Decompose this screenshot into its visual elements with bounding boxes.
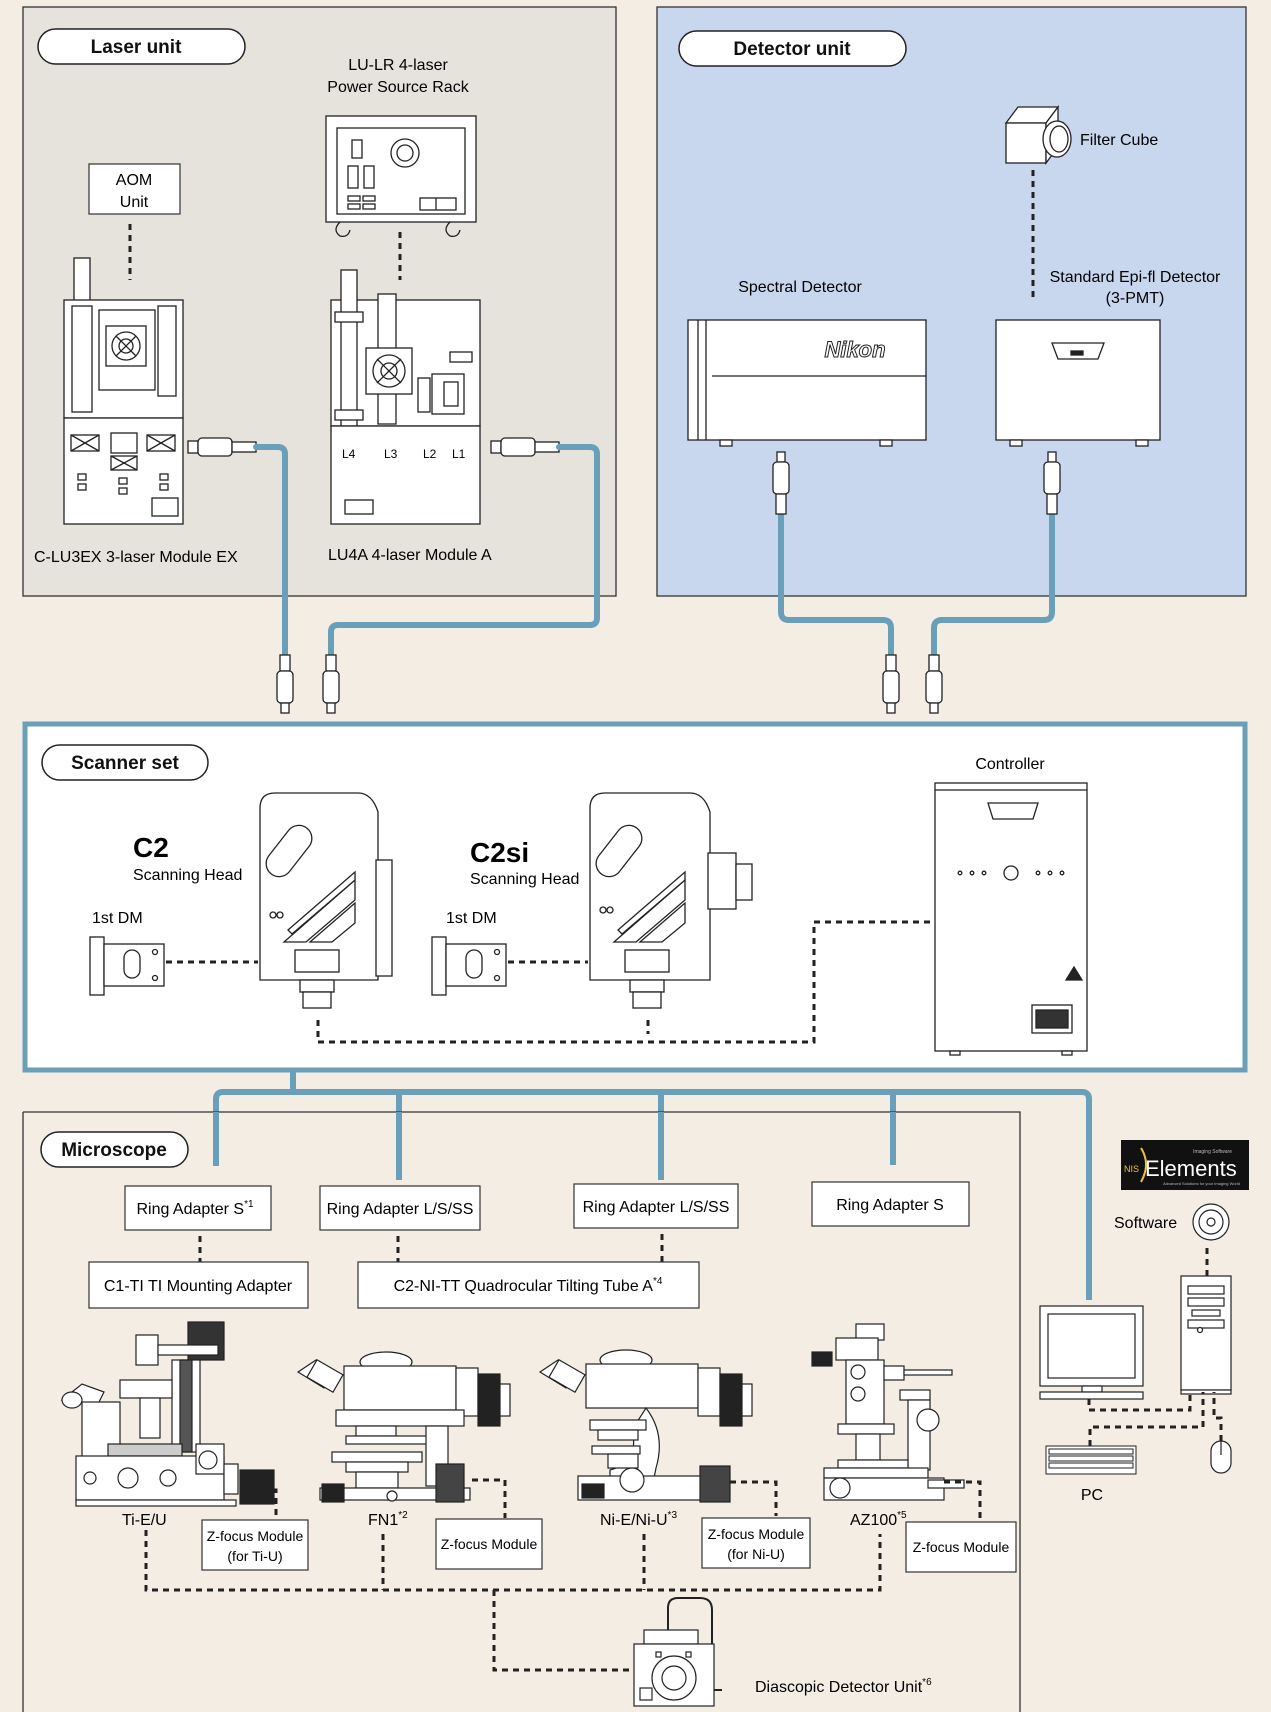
laser-unit-label: Laser unit — [91, 37, 182, 58]
zfocus-ti-label-1: Z-focus Module — [207, 1528, 304, 1544]
zfocus-az-label: Z-focus Module — [913, 1539, 1010, 1555]
c2si-first-dm — [432, 937, 506, 995]
nikon-brand: Nikon — [824, 337, 885, 362]
standard-detector-label-2: (3-PMT) — [1106, 290, 1165, 307]
detector-unit-label: Detector unit — [733, 39, 851, 60]
svg-text:NIS: NIS — [1124, 1164, 1139, 1174]
standard-detector-label-1: Standard Epi-fl Detector — [1050, 269, 1221, 286]
ti-label: Ti-E/U — [122, 1512, 167, 1529]
pc-mouse — [1211, 1441, 1231, 1473]
zfocus-ni-label-1: Z-focus Module — [708, 1526, 805, 1542]
c2si-subtitle: Scanning Head — [470, 871, 579, 888]
ti-mounting-adapter-label: C1-TI TI Mounting Adapter — [104, 1278, 293, 1295]
svg-text:Advanced Solutions for your Im: Advanced Solutions for your Imaging Worl… — [1163, 1181, 1240, 1186]
pc-monitor — [1040, 1306, 1143, 1399]
microscope-panel: Microscope Ring Adapter S*1 Ring Adapter… — [23, 1112, 1020, 1712]
controller — [935, 783, 1087, 1055]
detector-unit-panel: Detector unit Filter Cube Spectral Detec… — [657, 7, 1246, 596]
filter-cube-label: Filter Cube — [1080, 132, 1158, 149]
zfocus-ni-label-2: (for Ni-U) — [727, 1546, 785, 1562]
power-source-rack — [326, 116, 476, 236]
c2-first-dm — [90, 937, 164, 995]
pc-tower — [1181, 1276, 1231, 1394]
pc-wiring — [1089, 1392, 1221, 1446]
aom-unit-label-1: AOM — [116, 172, 152, 189]
spectral-detector — [688, 320, 926, 446]
controller-label: Controller — [975, 756, 1045, 773]
c2-scanning-head — [260, 793, 392, 1008]
laser-port-l4: L4 — [342, 447, 356, 461]
laser-module-a — [331, 270, 480, 524]
scanner-cable-connectors — [277, 655, 942, 713]
c2-subtitle: Scanning Head — [133, 867, 242, 884]
spectral-detector-label: Spectral Detector — [738, 279, 862, 296]
software-disc-icon — [1193, 1204, 1229, 1240]
pc-label: PC — [1081, 1487, 1103, 1504]
zfocus-ti-label-2: (for Ti-U) — [227, 1548, 282, 1564]
ring-adapter-lss-b-label: Ring Adapter L/S/SS — [583, 1199, 730, 1216]
power-rack-label-1: LU-LR 4-laser — [348, 57, 448, 74]
laser-port-l3: L3 — [384, 447, 398, 461]
diascopic-label: Diascopic Detector Unit*6 — [755, 1677, 932, 1696]
aom-unit-label-2: Unit — [120, 194, 149, 211]
tilting-tube-label: C2-NI-TT Quadrocular Tilting Tube A*4 — [394, 1276, 663, 1295]
nis-elements-logo: Imaging Software NIS Elements Advanced S… — [1121, 1140, 1249, 1190]
scanner-set-label: Scanner set — [71, 753, 179, 774]
laser-module-ex-label: C-LU3EX 3-laser Module EX — [34, 549, 238, 566]
microscope-label: Microscope — [61, 1140, 167, 1161]
svg-text:Imaging Software: Imaging Software — [1193, 1149, 1232, 1155]
ring-adapter-s1-label: Ring Adapter S*1 — [136, 1199, 254, 1218]
ring-adapter-s-label: Ring Adapter S — [836, 1197, 944, 1214]
svg-text:Elements: Elements — [1145, 1156, 1237, 1181]
ring-adapter-lss-a-label: Ring Adapter L/S/SS — [327, 1201, 474, 1218]
software-label: Software — [1114, 1215, 1177, 1232]
standard-detector — [996, 320, 1160, 446]
ni-label: Ni-E/Ni-U*3 — [600, 1510, 677, 1529]
scanner-set-panel: Scanner set C2 Scanning Head C2si Scanni… — [25, 724, 1245, 1070]
c2-title: C2 — [133, 832, 169, 863]
laser-module-a-label: LU4A 4-laser Module A — [328, 547, 492, 564]
pc-keyboard — [1046, 1446, 1136, 1474]
laser-port-l1: L1 — [452, 447, 466, 461]
laser-unit-panel: Laser unit LU-LR 4-laser Power Source Ra… — [23, 7, 616, 596]
c2si-dm-label: 1st DM — [446, 910, 497, 927]
c2-dm-label: 1st DM — [92, 910, 143, 927]
laser-port-l2: L2 — [423, 447, 437, 461]
c2si-title: C2si — [470, 837, 529, 868]
power-rack-label-2: Power Source Rack — [327, 79, 469, 96]
zfocus-fn-label: Z-focus Module — [441, 1536, 538, 1552]
